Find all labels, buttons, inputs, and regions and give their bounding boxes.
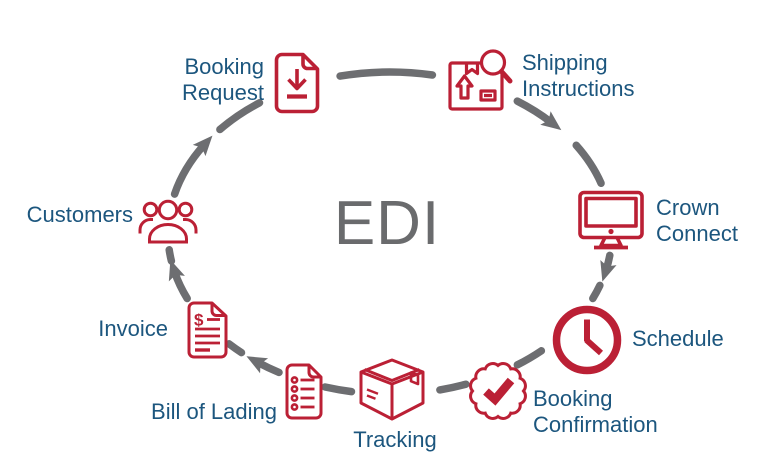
document-download-icon bbox=[274, 52, 320, 114]
booking-request-label: Booking Request bbox=[182, 54, 264, 105]
verified-badge-icon bbox=[469, 362, 527, 420]
dollar-symbol: $ bbox=[194, 311, 204, 330]
magnifier-icon bbox=[479, 49, 513, 84]
checkmark-icon bbox=[483, 377, 515, 406]
booking-confirmation-label: Booking Confirmation bbox=[533, 386, 658, 437]
edi-center-title: EDI bbox=[333, 189, 441, 258]
tracking-label: Tracking bbox=[353, 427, 437, 452]
cycle-arrowheads bbox=[168, 111, 617, 374]
invoice-document-icon: $ bbox=[187, 301, 228, 359]
arrowhead-icon bbox=[540, 111, 562, 131]
arrowhead-icon bbox=[246, 356, 269, 374]
arrowhead-icon bbox=[168, 259, 185, 282]
arrowhead-icon bbox=[600, 259, 617, 282]
package-box-icon bbox=[359, 358, 425, 421]
bill-of-lading-label: Bill of Lading bbox=[151, 399, 277, 424]
invoice-label: Invoice bbox=[98, 316, 168, 341]
computer-monitor-icon bbox=[578, 190, 644, 250]
shipping-instructions-label: Shipping Instructions bbox=[522, 50, 635, 101]
clock-icon bbox=[552, 305, 622, 375]
people-group-icon bbox=[138, 199, 198, 244]
package-search-icon bbox=[448, 49, 513, 111]
schedule-label: Schedule bbox=[632, 326, 724, 351]
checklist-document-icon bbox=[285, 363, 323, 420]
crown-connect-label: Crown Connect bbox=[656, 195, 738, 246]
arrowhead-icon bbox=[192, 135, 213, 157]
customers-label: Customers bbox=[26, 202, 133, 227]
